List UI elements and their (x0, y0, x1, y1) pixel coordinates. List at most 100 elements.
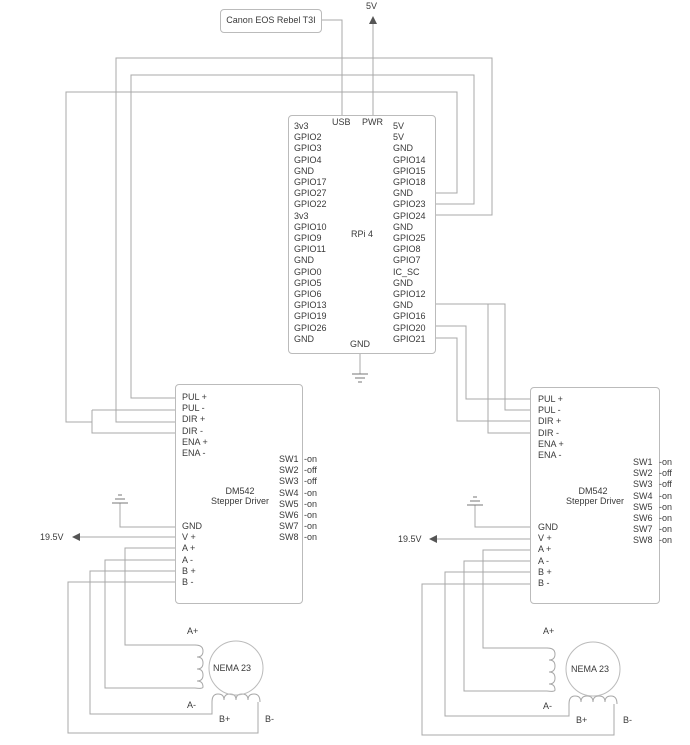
driver1-input-pin: DIR - (182, 425, 203, 436)
driver1-switch-state: -on (304, 510, 318, 520)
rpi-pin-left: GPIO17 (294, 177, 327, 187)
driver2-subtitle: Stepper Driver (565, 496, 625, 506)
driver2-switch-state: -off (659, 479, 672, 490)
rpi-pin-left: GND (294, 255, 314, 266)
driver1-switch-name: SW6 (279, 510, 299, 520)
coil-b1 (211, 693, 261, 703)
driver2-switch-state: -on (659, 501, 673, 512)
driver1-power-pin: A - (182, 554, 194, 565)
rpi-pin-left: GPIO4 (294, 154, 322, 165)
motor1-bplus: B+ (219, 714, 231, 724)
rpi-pin-left: GPIO22 (294, 199, 327, 210)
driver2-switch-name: SW7 (633, 524, 653, 535)
rpi-pin-right: GPIO20 (393, 322, 426, 333)
motor2-label: NEMA 23 (571, 664, 610, 674)
rpi-pin-left: GPIO2 (294, 132, 322, 143)
rpi-pin-right: GND (393, 143, 413, 154)
rpi-title: RPi 4 (351, 229, 374, 239)
driver1-switch-name: SW7 (279, 521, 299, 532)
wire-d2-bminus (421, 583, 615, 736)
rpi-pwr-label: PWR (362, 117, 383, 127)
driver1-input-pin: PUL - (182, 403, 205, 414)
wire-d2-aminus (463, 560, 547, 692)
rpi-pin-left: GND (294, 165, 314, 176)
ground-d1-icon (112, 494, 128, 504)
driver2-power-pin: V + (538, 533, 552, 544)
wire-d1-aplus (124, 547, 195, 646)
rpi-pin-left: 3v3 (294, 121, 309, 131)
rpi-pin-right: GPIO7 (393, 255, 421, 266)
driver1-title: DM542 (225, 486, 255, 496)
driver1-switch-state: -on (304, 532, 318, 543)
driver2-power-pin: GND (538, 522, 558, 532)
driver2-switch-state: -off (659, 468, 672, 479)
ground-rpi-icon (352, 373, 368, 383)
coil-a2 (546, 647, 556, 692)
driver2-input-pin: DIR - (538, 427, 559, 438)
driver1-power-pin: B - (182, 577, 194, 587)
motor2-aminus: A- (543, 701, 552, 711)
driver2-switch-state: -on (659, 490, 673, 501)
driver1-input-pin: DIR + (182, 414, 206, 425)
rpi-pin-left: GPIO9 (294, 233, 322, 243)
rpi-pin-left: GPIO19 (294, 311, 327, 322)
wire-d1-bminus (67, 581, 259, 734)
rpi-pin-right: GPIO8 (393, 244, 421, 255)
rpi-pin-right: GPIO15 (393, 165, 426, 176)
driver2-switch-name: SW3 (633, 479, 653, 490)
camera-box: Canon EOS Rebel T3I (220, 9, 322, 33)
label-5v: 5V (366, 1, 378, 11)
driver2-power-pin: A - (538, 555, 550, 566)
rpi-board (288, 115, 436, 354)
driver1-switch-name: SW8 (279, 532, 299, 543)
rpi-pin-right: GND (393, 188, 413, 199)
driver2-power-pin: A + (538, 544, 552, 555)
driver1-switch-name: SW4 (279, 487, 299, 498)
motor2-body (565, 641, 621, 697)
driver1-switch-name: SW3 (279, 476, 299, 487)
driver1-switch-state: -off (304, 476, 317, 487)
wire-d2-aplus (482, 549, 547, 649)
driver1-switch-state: -on (304, 521, 318, 532)
rpi-pin-right: GPIO21 (393, 333, 426, 344)
driver1-subtitle: Stepper Driver (210, 496, 270, 506)
driver2-input-pin: ENA - (538, 450, 562, 460)
wire-d2-bplus (444, 571, 570, 717)
driver1-power-pin: GND (182, 521, 202, 531)
camera-label: Canon EOS Rebel T3I (226, 15, 316, 25)
driver2-switch-name: SW6 (633, 513, 653, 523)
driver1-switch-state: -off (304, 465, 317, 476)
wire-gpio24 (115, 57, 493, 423)
motor1-body (208, 640, 264, 696)
rpi-pin-right: GPIO16 (393, 311, 426, 322)
arrow-d1-19v-icon (72, 533, 80, 541)
driver1 (175, 384, 303, 604)
driver1-switch-state: -on (304, 487, 318, 498)
rpi-pin-right: GND (393, 221, 413, 232)
driver2-power-pin: B - (538, 578, 550, 588)
driver2-switch-name: SW2 (633, 468, 653, 479)
driver1-switch-name: SW2 (279, 465, 299, 476)
wire-gnd2-branch (487, 304, 530, 434)
rpi-pin-right: GPIO14 (393, 154, 426, 165)
wire-d1-gnd (119, 503, 175, 528)
arrow-d2-19v-icon (429, 535, 437, 543)
driver2-switch-name: SW8 (633, 535, 653, 546)
driver2-switch-state: -on (659, 524, 673, 535)
wire-gnd-rpi (65, 91, 458, 423)
driver2-switch-state: -on (659, 457, 673, 467)
rpi-pin-left: 3v3 (294, 210, 309, 221)
rpi-pin-left: GPIO3 (294, 143, 322, 154)
motor2-bminus: B- (623, 715, 632, 725)
wire-camera-usb (320, 19, 343, 118)
driver2 (530, 387, 660, 604)
rpi-pin-right: IC_SC (393, 266, 420, 277)
driver2-switch-name: SW4 (633, 490, 653, 501)
wire-gnd-branch (91, 409, 175, 434)
driver1-switch-state: -on (304, 498, 318, 509)
rpi-pin-right: GND (393, 300, 413, 311)
motor2-bplus: B+ (576, 715, 588, 725)
driver1-switch-name: SW5 (279, 498, 299, 509)
wire-gpio23 (130, 74, 475, 399)
